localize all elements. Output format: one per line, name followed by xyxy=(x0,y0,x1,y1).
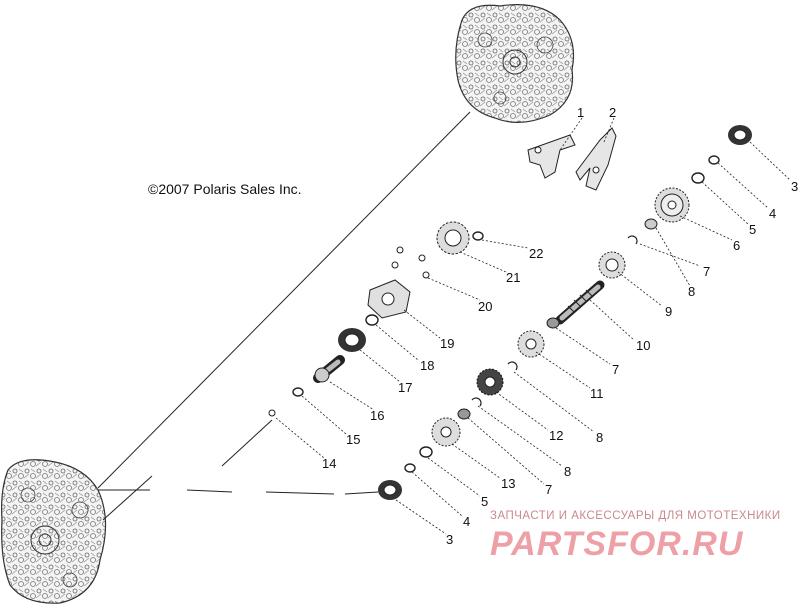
callout-labels: 1 2 3 4 5 6 7 8 9 10 7 11 12 8 8 7 13 5 … xyxy=(322,105,798,547)
washer-5a xyxy=(691,172,705,184)
callout-6: 6 xyxy=(733,238,740,253)
shift-fork-1 xyxy=(527,134,576,179)
input-shaft-16 xyxy=(313,355,345,383)
fasteners-20 xyxy=(391,246,430,279)
gear-9 xyxy=(598,251,626,279)
gear-12 xyxy=(476,368,504,396)
washer-5b xyxy=(419,446,433,458)
bearing-17 xyxy=(338,328,366,352)
callout-11: 11 xyxy=(590,386,604,401)
seal-18 xyxy=(365,314,379,326)
output-shaft-10 xyxy=(555,280,605,325)
shift-fork-2 xyxy=(575,127,617,191)
callout-7b: 7 xyxy=(612,362,619,377)
callout-2: 2 xyxy=(609,105,616,120)
bushing-8a xyxy=(644,218,658,230)
callout-4b: 4 xyxy=(463,514,470,529)
ball-14 xyxy=(268,409,276,417)
callout-5a: 5 xyxy=(749,222,756,237)
watermark-tagline: ЗАПЧАСТИ И АКСЕССУАРЫ ДЛЯ МОТОТЕХНИКИ xyxy=(490,510,781,522)
bearing-3a xyxy=(728,125,752,145)
callout-18: 18 xyxy=(420,358,434,373)
copyright-notice: ©2007 Polaris Sales Inc. xyxy=(148,181,302,197)
gear-6 xyxy=(654,187,690,223)
callout-9: 9 xyxy=(665,304,672,319)
callout-3b: 3 xyxy=(446,532,453,547)
callout-8b: 8 xyxy=(596,430,603,445)
callout-20: 20 xyxy=(478,299,492,314)
sprocket-21 xyxy=(436,221,470,255)
callout-12: 12 xyxy=(549,428,563,443)
watermark-logo: PARTSFOR.RU xyxy=(490,525,744,563)
transmission-case-lower xyxy=(1,459,107,604)
callout-16: 16 xyxy=(370,408,384,423)
callout-14: 14 xyxy=(322,456,336,471)
callout-1: 1 xyxy=(577,105,584,120)
bushing-7c xyxy=(457,408,471,420)
circlip-8c xyxy=(471,397,482,407)
transmission-case-upper xyxy=(455,4,575,123)
callout-3a: 3 xyxy=(791,179,798,194)
callout-8c: 8 xyxy=(564,464,571,479)
washer-22 xyxy=(472,231,484,241)
gear-13 xyxy=(431,417,461,447)
retainer-plate-19 xyxy=(367,279,411,319)
callout-8a: 8 xyxy=(688,284,695,299)
washer-4b xyxy=(404,463,416,473)
bushing-7b xyxy=(546,317,560,329)
callout-15: 15 xyxy=(346,432,360,447)
assembly-lines xyxy=(97,111,471,521)
gear-11 xyxy=(517,330,545,358)
callout-17: 17 xyxy=(398,380,412,395)
leader-lines xyxy=(275,117,791,535)
callout-22: 22 xyxy=(529,246,543,261)
callout-7c: 7 xyxy=(545,482,552,497)
svg-text:PARTSFOR.RU: PARTSFOR.RU xyxy=(490,525,744,563)
circlip-7a xyxy=(627,235,638,245)
washer-15 xyxy=(292,387,304,397)
bearing-3b xyxy=(378,480,402,500)
callout-19: 19 xyxy=(440,336,454,351)
callout-7a: 7 xyxy=(703,264,710,279)
callout-21: 21 xyxy=(506,270,520,285)
callout-5b: 5 xyxy=(481,494,488,509)
callout-13: 13 xyxy=(501,476,515,491)
callout-10: 10 xyxy=(636,338,650,353)
washer-4a xyxy=(708,155,720,165)
circlip-8b xyxy=(507,361,518,371)
callout-4a: 4 xyxy=(769,206,776,221)
